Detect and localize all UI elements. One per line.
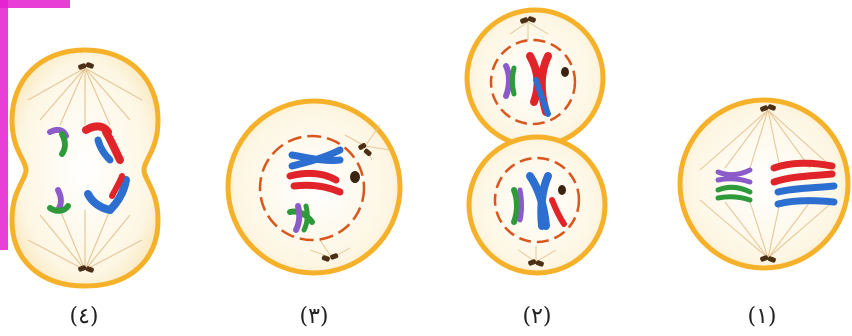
nucleolus (558, 185, 566, 195)
cell-4-label: (٤) (69, 304, 98, 329)
cell-2-bottom-membrane (469, 137, 605, 273)
nucleolus (350, 171, 360, 183)
cell-1-label: (١) (747, 304, 776, 329)
nucleolus (561, 67, 569, 77)
cell-3 (228, 101, 400, 273)
cell-3-label: (٣) (299, 304, 328, 329)
cell-1 (680, 100, 848, 268)
cell-4 (12, 50, 158, 286)
edge-mark-top (0, 0, 70, 8)
edge-mark (0, 0, 8, 250)
cell-2-label: (٢) (522, 304, 551, 329)
cell-2 (467, 10, 605, 273)
